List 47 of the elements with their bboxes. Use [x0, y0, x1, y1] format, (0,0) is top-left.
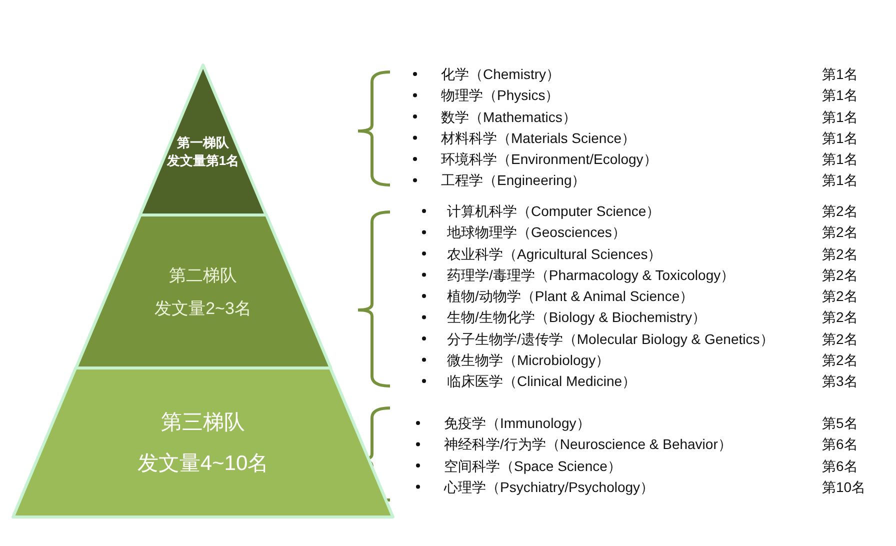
subject-text: 物理学（Physics） [441, 86, 560, 104]
tier-title: 第三梯队 [161, 410, 245, 436]
rank-text: 第2名 [822, 223, 858, 242]
subject-text: 神经科学/行为学（Neuroscience & Behavior） [444, 435, 732, 454]
subject-text: 分子生物学/遗传学（Molecular Biology & Genetics） [447, 330, 774, 348]
subject-text: 地球物理学（Geosciences） [447, 223, 626, 242]
rank-text: 第1名 [822, 86, 858, 104]
rank-text: 第1名 [822, 128, 858, 147]
rank-text: 第5名 [822, 414, 858, 432]
subject-text: 药理学/毒理学（Pharmacology & Toxicology） [447, 266, 735, 284]
rank-text: 第2名 [822, 266, 858, 284]
tier-description: 发文量2~3名 [154, 298, 252, 319]
rank-text: 第6名 [822, 456, 858, 474]
rank-text: 第2名 [822, 308, 858, 326]
subject-text: 免疫学（Immunology） [444, 414, 590, 432]
rank-text: 第10名 [822, 478, 866, 496]
subject-text: 微生物学（Microbiology） [447, 350, 610, 369]
subject-text: 空间科学（Space Science） [444, 456, 622, 474]
pyramid-tier [13, 368, 393, 517]
subject-text: 生物/生物化学（Biology & Biochemistry） [447, 308, 706, 326]
pyramid-tier [76, 215, 330, 368]
subject-text: 临床医学（Clinical Medicine） [447, 372, 636, 390]
subject-text: 工程学（Engineering） [441, 171, 586, 190]
subject-text: 材料科学（Materials Science） [441, 128, 636, 147]
rank-text: 第6名 [822, 435, 858, 454]
rank-text: 第1名 [822, 150, 858, 168]
rank-text: 第2名 [822, 350, 858, 369]
subject-text: 化学（Chemistry） [441, 65, 560, 83]
subject-text: 计算机科学（Computer Science） [447, 202, 660, 220]
subject-text: 心理学（Psychiatry/Psychology） [444, 478, 654, 496]
rank-text: 第3名 [822, 372, 858, 390]
subject-text: 农业科学（Agricultural Sciences） [447, 244, 662, 262]
pyramid-tier [140, 65, 266, 215]
rank-text: 第2名 [822, 287, 858, 305]
tier-description: 发文量4~10名 [137, 450, 269, 476]
rank-text: 第1名 [822, 65, 858, 83]
subject-text: 环境科学（Environment/Ecology） [441, 150, 658, 168]
tier-title: 第二梯队 [168, 265, 237, 286]
rank-text: 第2名 [822, 330, 858, 348]
rank-text: 第2名 [822, 244, 858, 262]
rank-text: 第1名 [822, 108, 858, 126]
subject-text: 数学（Mathematics） [441, 108, 576, 126]
rank-text: 第2名 [822, 202, 858, 220]
tier-description: 发文量第1名 [166, 153, 240, 170]
subject-text: 植物/动物学（Plant & Animal Science） [447, 287, 694, 305]
rank-text: 第1名 [822, 171, 858, 190]
tier-title: 第一梯队 [176, 134, 229, 151]
